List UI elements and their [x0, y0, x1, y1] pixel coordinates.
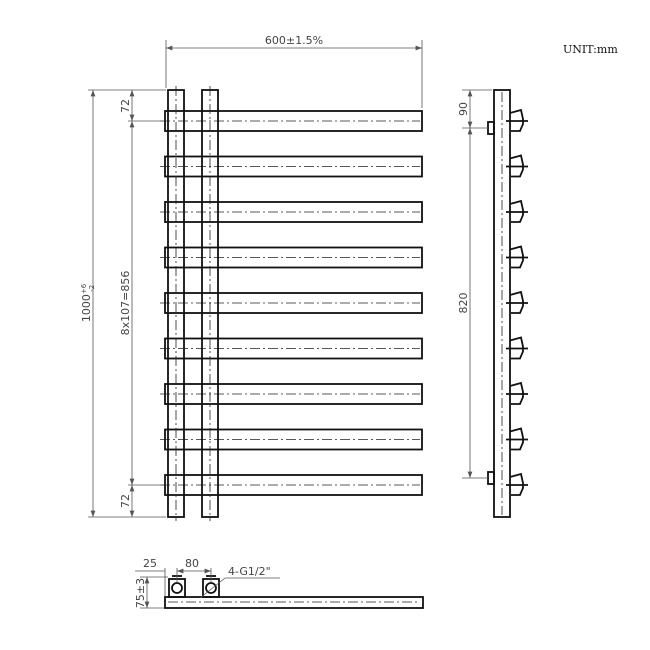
depth-dimension: 75±3: [134, 578, 147, 608]
bottom-bar: [164, 596, 424, 609]
bottom-bracket: [487, 471, 495, 485]
horizontal-bars: [160, 110, 423, 496]
edge-offset-dimension: 25: [143, 557, 157, 570]
pipe-spacing-dimension: 80: [185, 557, 199, 570]
width-dimension: 600±1.5%: [265, 34, 323, 47]
connection-label: 4-G1/2": [228, 565, 271, 578]
bar-end-caps: [506, 108, 528, 496]
unit-label: UNIT:mm: [563, 43, 618, 56]
top-bracket: [487, 121, 495, 135]
bracket-top-dimension: 90: [457, 102, 470, 116]
side-view: 90 820: [457, 89, 528, 518]
height-dimension: 1000+6-2: [80, 283, 96, 322]
top-offset-dimension: 72: [119, 99, 132, 113]
front-view: 600±1.5% 1000+6-2 72 8x107=856 72: [80, 34, 423, 521]
bottom-offset-dimension: 72: [119, 494, 132, 508]
pitch-dimension: 8x107=856: [119, 271, 132, 336]
bottom-view: 25 80 4-G1/2" 75±3: [134, 557, 424, 609]
bracket-spacing-dimension: 820: [457, 293, 470, 314]
vertical-tubes: [167, 86, 219, 521]
